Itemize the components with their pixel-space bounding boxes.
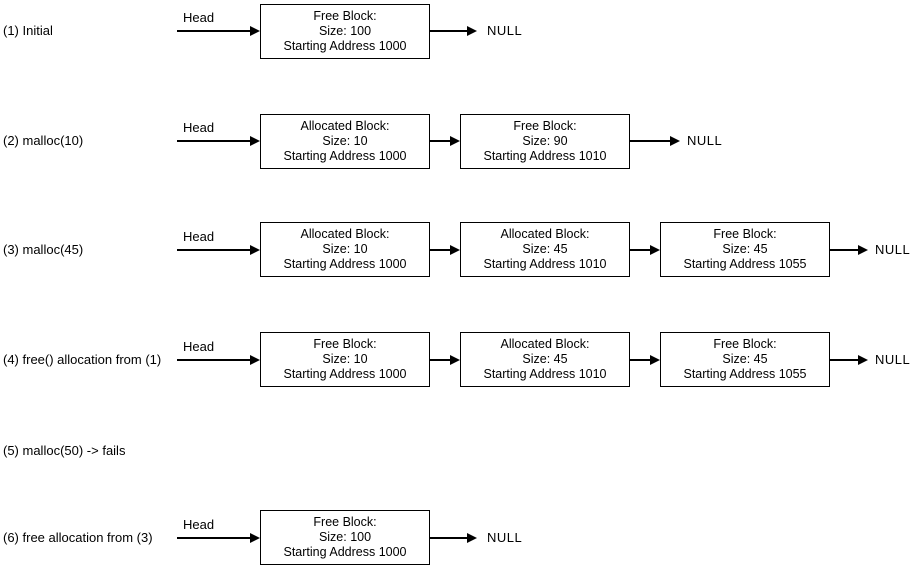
block-size-label: Size: 10 <box>322 242 368 256</box>
block-address-label: Starting Address 1000 <box>283 149 407 163</box>
arrow-block-to-block <box>430 355 460 365</box>
block-address-label: Starting Address 1010 <box>483 149 607 163</box>
null-label: NULL <box>875 352 911 367</box>
row-label: (5) malloc(50) -> fails <box>3 443 126 458</box>
memory-block: Free Block: Size: 10 Starting Address 10… <box>260 332 430 387</box>
memory-block: Allocated Block: Size: 45 Starting Addre… <box>460 332 630 387</box>
head-arrow <box>177 355 260 365</box>
block-address-label: Starting Address 1000 <box>283 39 407 53</box>
block-address-label: Starting Address 1000 <box>283 257 407 271</box>
head-arrow <box>177 136 260 146</box>
block-size-label: Size: 45 <box>522 352 568 366</box>
null-label: NULL <box>875 242 911 257</box>
block-size-label: Size: 45 <box>722 352 768 366</box>
block-size-label: Size: 10 <box>322 352 368 366</box>
block-address-label: Starting Address 1000 <box>283 545 407 559</box>
memory-block: Free Block: Size: 100 Starting Address 1… <box>260 4 430 59</box>
memory-block: Free Block: Size: 90 Starting Address 10… <box>460 114 630 169</box>
block-type-label: Free Block: <box>513 119 577 133</box>
row-label: (3) malloc(45) <box>3 242 84 257</box>
head-pointer-label: Head <box>183 229 215 244</box>
block-size-label: Size: 45 <box>722 242 768 256</box>
block-size-label: Size: 45 <box>522 242 568 256</box>
block-type-label: Free Block: <box>313 337 377 351</box>
block-address-label: Starting Address 1010 <box>483 367 607 381</box>
block-size-label: Size: 90 <box>522 134 568 148</box>
block-size-label: Size: 100 <box>318 24 372 38</box>
head-arrow <box>177 245 260 255</box>
null-label: NULL <box>487 530 523 545</box>
block-size-label: Size: 100 <box>318 530 372 544</box>
block-type-label: Allocated Block: <box>500 227 590 241</box>
block-type-label: Allocated Block: <box>300 119 390 133</box>
head-pointer-label: Head <box>183 120 215 135</box>
block-address-label: Starting Address 1055 <box>683 257 807 271</box>
row-label: (2) malloc(10) <box>3 133 84 148</box>
memory-block: Allocated Block: Size: 45 Starting Addre… <box>460 222 630 277</box>
block-type-label: Allocated Block: <box>300 227 390 241</box>
head-pointer-label: Head <box>183 517 215 532</box>
block-size-label: Size: 10 <box>322 134 368 148</box>
arrow-block-to-block <box>630 355 660 365</box>
memory-block: Free Block: Size: 45 Starting Address 10… <box>660 222 830 277</box>
arrow-to-null <box>830 355 868 365</box>
arrow-block-to-block <box>630 245 660 255</box>
row-label: (4) free() allocation from (1) <box>3 352 162 367</box>
block-type-label: Free Block: <box>313 9 377 23</box>
arrow-to-null <box>630 136 680 146</box>
memory-block: Free Block: Size: 45 Starting Address 10… <box>660 332 830 387</box>
arrow-to-null <box>830 245 868 255</box>
arrow-to-null <box>430 26 477 36</box>
block-type-label: Free Block: <box>313 515 377 529</box>
arrow-block-to-block <box>430 136 460 146</box>
null-label: NULL <box>687 133 723 148</box>
block-type-label: Allocated Block: <box>500 337 590 351</box>
head-pointer-label: Head <box>183 339 215 354</box>
block-type-label: Free Block: <box>713 337 777 351</box>
null-label: NULL <box>487 23 523 38</box>
memory-block: Allocated Block: Size: 10 Starting Addre… <box>260 114 430 169</box>
block-address-label: Starting Address 1010 <box>483 257 607 271</box>
block-address-label: Starting Address 1000 <box>283 367 407 381</box>
head-pointer-label: Head <box>183 10 215 25</box>
memory-block: Allocated Block: Size: 10 Starting Addre… <box>260 222 430 277</box>
arrow-to-null <box>430 533 477 543</box>
arrow-block-to-block <box>430 245 460 255</box>
row-label: (6) free allocation from (3) <box>3 530 153 545</box>
block-type-label: Free Block: <box>713 227 777 241</box>
block-address-label: Starting Address 1055 <box>683 367 807 381</box>
head-arrow <box>177 533 260 543</box>
memory-block: Free Block: Size: 100 Starting Address 1… <box>260 510 430 565</box>
head-arrow <box>177 26 260 36</box>
row-label: (1) Initial <box>3 23 53 38</box>
